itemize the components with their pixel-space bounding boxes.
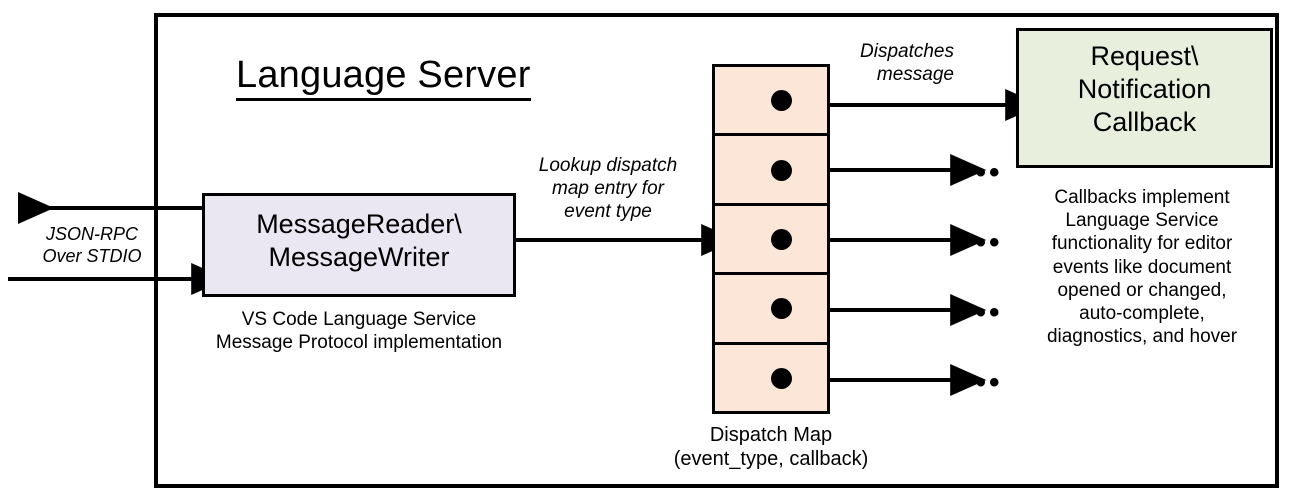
lookup-dispatch-label: Lookup dispatch map entry for event type — [519, 154, 697, 224]
lookup-dispatch-label-line-3: event type — [564, 201, 652, 223]
callback-description-line-4: events like document — [1052, 256, 1232, 278]
ellipsis-row-5: ••• — [962, 366, 1003, 399]
json-rpc-label-line-2: Over STDIO — [42, 245, 142, 266]
page-title-text: Language Server — [236, 54, 531, 101]
dispatch-map-caption-line-1: Dispatch Map — [709, 424, 833, 446]
callback-pointer-dot-icon — [771, 159, 792, 181]
callback-title-line-1: Request\ — [1090, 41, 1199, 71]
dispatch-map-row-2[interactable] — [715, 136, 827, 206]
message-reader-writer-line-2: MessageWriter — [268, 241, 450, 272]
dispatches-message-label-line-2: message — [876, 64, 954, 86]
callback-pointer-dot-icon — [771, 229, 792, 251]
callback-pointer-dot-icon — [771, 367, 792, 389]
message-reader-writer-caption-line-1: VS Code Language Service — [241, 309, 477, 330]
callback-title-line-2: Notification — [1077, 73, 1212, 104]
request-notification-callback-label: Request\ Notification Callback — [1018, 40, 1271, 139]
request-notification-callback-box[interactable] — [1016, 28, 1273, 168]
ellipsis-row-2: ••• — [962, 156, 1003, 189]
message-reader-writer-box[interactable] — [202, 193, 516, 297]
page-title: Language Server — [236, 52, 566, 101]
message-reader-writer-line-1: MessageReader\ — [256, 209, 462, 239]
dispatch-map-row-1[interactable] — [715, 67, 827, 137]
dispatch-map-row-4[interactable] — [715, 275, 827, 345]
message-reader-writer-label: MessageReader\ MessageWriter — [204, 208, 514, 274]
callback-description-line-2: Language Service — [1065, 210, 1219, 232]
json-rpc-label: JSON-RPC Over STDIO — [22, 224, 162, 268]
dispatch-map-caption: Dispatch Map (event_type, callback) — [640, 423, 902, 472]
callback-description: Callbacks implement Language Service fun… — [1008, 186, 1276, 348]
dispatch-map-caption-line-2: (event_type, callback) — [673, 448, 869, 471]
callback-title-line-3: Callback — [1092, 106, 1197, 137]
callback-description-line-5: opened or changed, — [1057, 279, 1227, 301]
language-server-container — [154, 13, 1279, 488]
callback-description-line-3: functionality for editor — [1051, 233, 1233, 255]
dispatch-map-row-5[interactable] — [715, 345, 827, 411]
message-reader-writer-caption: VS Code Language Service Message Protoco… — [194, 308, 524, 354]
dispatches-message-label-line-1: Dispatches — [860, 41, 954, 62]
callback-pointer-dot-icon — [771, 298, 792, 320]
lookup-dispatch-label-line-1: Lookup dispatch — [538, 155, 678, 176]
json-rpc-label-line-1: JSON-RPC — [45, 224, 138, 244]
callback-description-line-1: Callbacks implement — [1054, 187, 1230, 208]
lookup-dispatch-label-line-2: map entry for — [552, 178, 664, 200]
dispatch-map-table[interactable] — [712, 64, 830, 414]
callback-description-line-6: auto-complete, — [1079, 302, 1205, 324]
dispatch-map-row-3[interactable] — [715, 206, 827, 276]
callback-description-line-7: diagnostics, and hover — [1046, 326, 1238, 348]
ellipsis-row-4: ••• — [962, 296, 1003, 329]
callback-pointer-dot-icon — [771, 90, 792, 112]
ellipsis-row-3: ••• — [962, 226, 1003, 259]
message-reader-writer-caption-line-2: Message Protocol implementation — [215, 332, 503, 354]
dispatches-message-label: Dispatches message — [824, 40, 954, 86]
